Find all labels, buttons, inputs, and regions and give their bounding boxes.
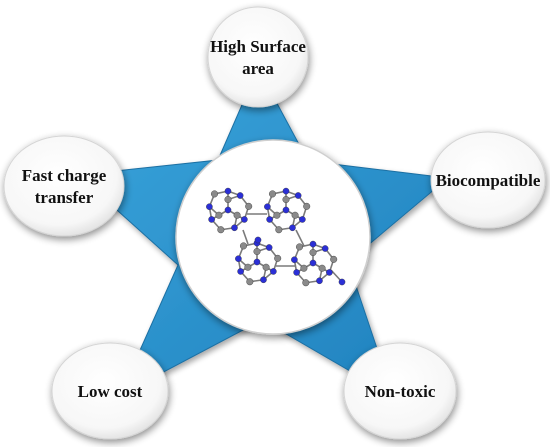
nitrogen-atom [309,240,317,248]
carbon-atom [262,263,270,271]
nitrogen-atom [237,268,244,275]
label-biocompatible: Biocompatible [436,171,541,190]
carbon-atom [269,190,277,198]
carbon-atom [224,195,232,203]
carbon-atom [300,264,308,272]
nitrogen-atom [293,269,300,276]
label-non-toxic: Non-toxic [365,382,436,401]
molecule-structure [206,187,346,287]
nitrogen-atom [316,277,323,285]
nitrogen-atom [206,203,213,211]
nitrogen-atom [282,187,290,195]
carbon-atom [330,255,338,263]
bond [295,229,305,247]
nitrogen-atom [264,203,271,211]
nitrogen-atom [299,216,306,223]
nitrogen-atom [291,256,298,264]
bubble-fast-charge-transfer: Fast charge transfer [3,135,125,237]
nitrogen-atom [270,268,277,275]
nitrogen-atom [338,278,346,286]
bond [242,229,249,245]
label-low-cost: Low cost [78,382,143,401]
carbon-atom [318,264,326,272]
nitrogen-atom [326,269,333,276]
carbon-atom [246,278,254,286]
nitrogen-atom [241,216,248,223]
carbon-atom [244,263,252,271]
label-high-surface-area-line1: High Surface [210,37,306,56]
bubble-non-toxic: Non-toxic [343,342,457,440]
carbon-atom [309,248,317,256]
bubble-biocompatible: Biocompatible [430,131,546,229]
nitrogen-atom [254,236,262,244]
nitrogen-atom [282,206,290,214]
carbon-atom [275,226,283,234]
carbon-atom [245,202,253,210]
nitrogen-atom [289,224,296,232]
carbon-atom [282,195,290,203]
carbon-atom [273,211,281,219]
carbon-atom [215,211,223,219]
nitrogen-atom [224,206,232,214]
bubble-low-cost: Low cost [51,342,169,440]
carbon-atom [302,279,310,287]
nitrogen-atom [231,224,238,232]
nitrogen-atom [224,187,232,195]
nitrogen-atom [260,276,267,284]
label-high-surface-area-line2: area [242,59,274,78]
label-fast-charge-transfer-line1: Fast charge [22,166,107,185]
label-fast-charge-transfer-line2: transfer [35,188,94,207]
nitrogen-atom [266,216,273,223]
nitrogen-atom [321,245,329,252]
nitrogen-atom [208,216,215,223]
carbon-atom [217,226,225,234]
carbon-atom [253,247,261,255]
carbon-atom [274,254,282,262]
nitrogen-atom [236,192,244,199]
nitrogen-atom [253,258,261,266]
nitrogen-atom [235,255,242,263]
nitrogen-atom [265,244,273,251]
carbon-atom [303,202,311,210]
bubble-high-surface-area: High Surface area [207,6,309,108]
carbon-atom [291,211,299,219]
carbon-atom [211,190,219,198]
center-circle [175,139,371,335]
carbon-atom [233,211,241,219]
nitrogen-atom [309,259,317,267]
nitrogen-atom [294,192,302,199]
carbon-atom [240,242,248,250]
carbon-atom [296,243,304,251]
